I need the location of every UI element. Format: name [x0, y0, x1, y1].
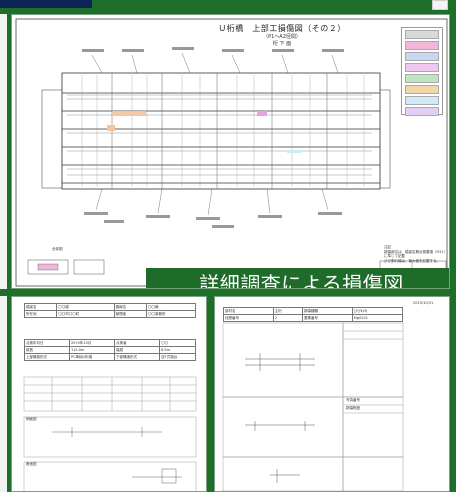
small-drawing-label: 全体図 [52, 247, 63, 251]
form-cell: 下部構造形式 [114, 353, 161, 361]
form-header-table: 橋梁名 〇〇橋 路線名 〇〇線 所在地 〇〇市〇〇町 管理者 〇〇事務所 [23, 303, 197, 318]
legend-swatch [405, 63, 439, 72]
form-cell: PC単純U桁橋 [68, 353, 116, 361]
side-view-label: 側面図 [26, 417, 37, 421]
form-cell: 2 [272, 314, 304, 322]
cross-section-label: 断面図 [26, 462, 37, 466]
drawing-title: Ｕ桁橋 上部工損傷図（その２） [218, 24, 346, 33]
window-control-button[interactable] [432, 0, 448, 10]
form-cell: 逆T式橋台 [159, 353, 196, 361]
note-line: ひび割れ幅は、最大値を記載する。 [384, 258, 440, 263]
form-cell: 所在地 [23, 310, 58, 318]
photo-number-label: 写真番号 [346, 398, 360, 402]
legend-swatch [405, 74, 439, 83]
damage-drawing-sheet[interactable]: Ｕ桁橋 上部工損傷図（その２） （P1～A2径間） 桁 下 面 [11, 14, 450, 289]
legend-swatch [405, 107, 439, 116]
legend-panel [401, 27, 443, 116]
form-grid-lines [23, 376, 197, 491]
legend-swatch [405, 41, 439, 50]
form-cell: Mg0201 [351, 314, 404, 322]
left-peek-sheet-2 [0, 296, 7, 492]
left-peek-sheet [0, 14, 7, 289]
top-strip [0, 0, 456, 14]
header-bar-dark [0, 0, 92, 8]
form-cell: 〇〇事務所 [145, 310, 197, 318]
drawing-subtitle-view: 桁 下 面 [272, 41, 292, 47]
note-line: 損傷部位は、橋梁定期点検要領（H31）に準じて記載 [384, 249, 448, 259]
notes-block: 注記 損傷部位は、橋梁定期点検要領（H31）に準じて記載 ひび割れ幅は、最大値を… [384, 245, 449, 263]
form-detail-table: 点検年月日 2019年10月 点検者 〇〇 橋長 115.0m 幅員 8.5m … [24, 339, 196, 361]
photo-sheet-table: 部材名 主桁 損傷種類 ひびわれ 径間番号 2 要素番号 Mg0201 [223, 307, 404, 322]
damage-level-label: 損傷程度 [346, 406, 360, 410]
legend-swatch [405, 96, 439, 105]
legend-swatch [405, 30, 439, 39]
sheet-date: 2019/10/31 [413, 301, 434, 305]
legend-swatch [405, 52, 439, 61]
caption-banner: 詳細調査による損傷図 [146, 268, 449, 288]
inspection-form-sheet[interactable]: 橋梁名 〇〇橋 路線名 〇〇線 所在地 〇〇市〇〇町 管理者 〇〇事務所 点検年… [11, 296, 207, 492]
legend-swatch [405, 85, 439, 94]
photo-sheet-drawings [222, 322, 404, 491]
photo-record-sheet[interactable]: 2019/10/31 部材名 主桁 損傷種類 ひびわれ 径間番号 2 要素番号 … [214, 296, 450, 492]
note-line: 注記 [384, 245, 391, 249]
form-cell: 管理者 [113, 310, 147, 318]
drawing-subtitle-span: （P1～A2径間） [263, 34, 301, 40]
